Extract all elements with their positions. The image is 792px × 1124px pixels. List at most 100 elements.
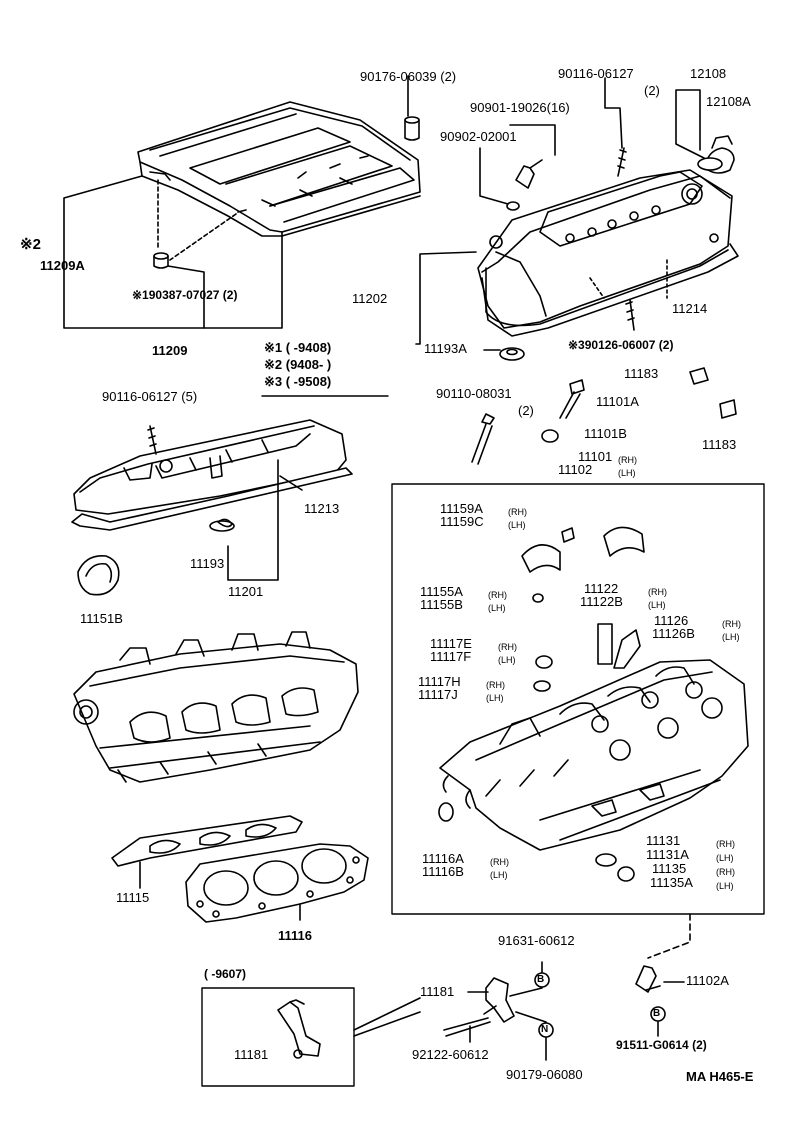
label-11116: 11116 (278, 928, 312, 943)
label-90902: 90902-02001 (440, 129, 517, 144)
label-11193A: 11193A (424, 341, 467, 356)
label-11159A: 11159A (440, 501, 483, 516)
label-11155A: 11155A (420, 584, 463, 599)
label-11101-rh: (RH) (618, 455, 637, 465)
label-12108: 12108 (690, 66, 727, 81)
label-11116A: 11116A (422, 851, 464, 866)
label-12108A: 12108A (706, 94, 751, 109)
label-11126B-lh: (LH) (722, 632, 740, 642)
label-11214: 11214 (672, 301, 708, 316)
label-92122: 92122-60612 (412, 1047, 489, 1062)
label-11101: 11101 (578, 449, 613, 464)
valve-cover-rh (477, 169, 739, 337)
label-mark2: ※2 (20, 236, 41, 253)
label-11155A-rh: (RH) (488, 590, 507, 600)
inset-box (391, 483, 765, 915)
label-11193: 11193 (190, 556, 225, 571)
label-11117J-lh: (LH) (486, 693, 504, 703)
label-11116A-rh: (RH) (490, 857, 509, 867)
circle-n-label: N (541, 1024, 549, 1035)
label-390126: ※390126-06007 (2) (568, 338, 674, 352)
label-11135-rh: (RH) (716, 867, 735, 877)
cylinder-head-lh (73, 631, 359, 783)
label-11117J: 11117J (418, 687, 458, 702)
sensor-11102A (635, 965, 666, 1022)
bracket-11181 (443, 972, 554, 1038)
label-11131A: 11131A (646, 847, 689, 862)
label-90116-5: 90116-06127 (5) (102, 389, 198, 404)
label-11122-rh: (RH) (648, 587, 667, 597)
label-90901: 90901-19026(16) (470, 100, 570, 115)
legend-1: ※1 ( -9408) (264, 340, 332, 355)
label-11181-inset: 11181 (234, 1047, 269, 1062)
cover-grommets (153, 116, 420, 269)
label-11202: 11202 (352, 291, 388, 306)
label-11117F-lh: (LH) (498, 655, 516, 665)
label-190387: ※190387-07027 (2) (132, 288, 238, 302)
label-11155B-lh: (LH) (488, 603, 506, 613)
diagram-code: MA H465-E (686, 1069, 754, 1084)
label-11135: 11135 (652, 861, 687, 876)
label-11116B-lh: (LH) (490, 870, 508, 880)
label-11131A-lh: (LH) (716, 853, 734, 863)
head-gasket (185, 843, 369, 923)
label-11117F: 11117F (430, 649, 472, 664)
label-11181-main: 11181 (420, 984, 455, 999)
bracket-11181-old (277, 999, 321, 1059)
label-11159C: 11159C (440, 514, 484, 529)
valve-cover-fasteners (499, 135, 735, 361)
label-11116B: 11116B (422, 864, 464, 879)
bearing-caps (521, 526, 645, 692)
label-11122: 11122 (584, 581, 619, 596)
label-11213: 11213 (304, 501, 340, 516)
label-90179: 90179-06080 (506, 1067, 583, 1082)
label-11102A: 11102A (686, 973, 729, 988)
label-11159A-rh: (RH) (508, 507, 527, 517)
label-11122B: 11122B (580, 594, 623, 609)
label-11102-lh: (LH) (618, 468, 636, 478)
label-11117H: 11117H (418, 674, 461, 689)
label-11159C-lh: (LH) (508, 520, 526, 530)
cam-bolts (471, 367, 737, 465)
label-11102: 11102 (558, 462, 593, 477)
label-11117E-rh: (RH) (498, 642, 517, 652)
label-11135A-lh: (LH) (716, 881, 734, 891)
label-11126-rh: (RH) (722, 619, 741, 629)
label-90110-qty: (2) (518, 403, 534, 418)
label-91511: 91511-G0614 (2) (616, 1038, 707, 1052)
legend-2: ※2 (9408- ) (264, 357, 332, 372)
label-11126B: 11126B (652, 626, 695, 641)
label-11101A: 11101A (596, 394, 639, 409)
circle-b-label: B (537, 974, 545, 985)
label-90116-top-qty: (2) (644, 83, 660, 98)
valve-cover-lh (71, 419, 353, 531)
label-11151B: 11151B (80, 611, 123, 626)
label-90110: 90110-08031 (436, 386, 512, 401)
label-11131: 11131 (646, 833, 681, 848)
circle-b2-label: B (653, 1008, 661, 1019)
variant-box (201, 987, 355, 1087)
label-90176: 90176-06039 (2) (360, 69, 457, 84)
label-11117H-rh: (RH) (486, 680, 505, 690)
label-9607: ( -9607) (204, 967, 247, 981)
label-11183-b: 11183 (702, 437, 737, 452)
label-11155B: 11155B (420, 597, 463, 612)
label-11117E: 11117E (430, 636, 472, 651)
label-90116-top: 90116-06127 (558, 66, 634, 81)
label-11101B: 11101B (584, 426, 627, 441)
label-11209A: 11209A (40, 258, 85, 273)
label-11209: 11209 (152, 343, 188, 358)
label-11131-rh: (RH) (716, 839, 735, 849)
cylinder-head-rh (439, 659, 749, 851)
engine-cover (137, 101, 421, 237)
label-11126: 11126 (654, 613, 689, 628)
label-11135A: 11135A (650, 875, 693, 890)
label-11115: 11115 (116, 890, 150, 905)
label-11183-a: 11183 (624, 366, 659, 381)
legend-3: ※3 ( -9508) (264, 374, 332, 389)
label-91631: 91631-60612 (498, 933, 575, 948)
intake-gasket (111, 815, 303, 867)
label-11201: 11201 (228, 584, 264, 599)
